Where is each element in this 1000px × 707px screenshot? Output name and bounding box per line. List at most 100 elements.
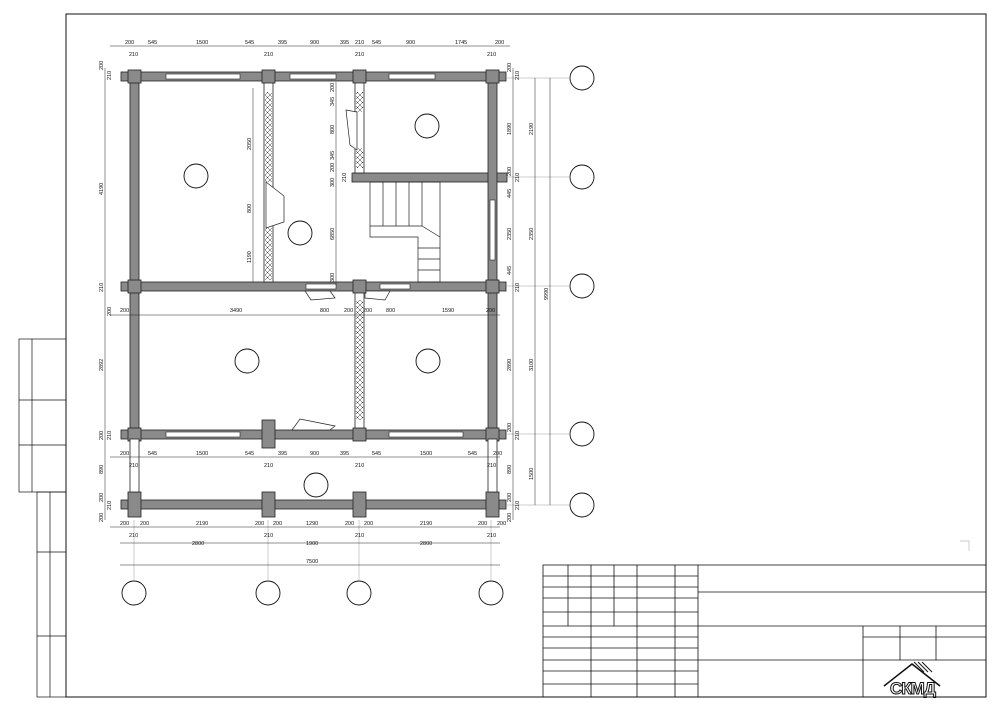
dim-label: 200 [493,451,502,457]
dim-label: 200 [478,521,487,527]
dim-label: 300 [330,273,336,282]
dim-label: 1500 [196,451,208,457]
dim-label: 1745 [455,40,467,46]
dim-label: 210 [515,431,521,440]
dim-label: 200 [507,493,513,502]
dim-label: 2190 [420,521,432,527]
dim-label: 200 [330,163,336,172]
dim-label: 210 [107,71,113,80]
dim-label: 200 [99,513,105,522]
dim-label: 210 [264,533,273,539]
dim-label: 210 [355,463,364,469]
room-markers [183,113,441,498]
company-logo: СКМД [883,661,941,699]
dim-label: 3490 [230,308,242,314]
dim-label: 200 [120,521,129,527]
dim-label: 1500 [420,451,432,457]
dim-label: 2800 [192,541,204,547]
dim-label: 395 [340,451,349,457]
partition-hatching [265,92,363,420]
dim-label: 210 [129,463,138,469]
dim-label: 210 [342,173,348,182]
dim-label: 210 [264,463,273,469]
dim-label: 445 [507,189,513,198]
left-stamp-strip-top [18,338,67,493]
dim-label: 4190 [99,183,105,195]
left-stamp-strip-bottom [36,491,67,698]
dim-label: 890 [99,465,105,474]
dim-label: 545 [468,451,477,457]
title-block [542,564,987,698]
dim-label: 210 [355,40,364,46]
dim-label: 200 [507,423,513,432]
dim-label: 210 [515,283,521,292]
dim-label: 900 [310,451,319,457]
dim-label: 900 [310,40,319,46]
dim-label: 1890 [507,123,513,135]
left-dimension-labels: 200 210 4190 210 200 2892 200 210 890 20… [99,61,113,522]
dim-label: 200 [140,521,149,527]
dim-label: 1500 [196,40,208,46]
dim-label: 545 [372,40,381,46]
dim-label: 200 [345,521,354,527]
dim-label: 2350 [529,228,535,240]
dim-label: 545 [148,40,157,46]
right-dimension-labels: 200 210 1890 200 210 445 2350 445 210 28… [507,63,550,522]
dim-label: 900 [406,40,415,46]
dim-label: 210 [355,52,364,58]
dim-label: 1900 [306,541,318,547]
dim-label: 200 [344,308,353,314]
dim-label: 2890 [507,359,513,371]
dim-label: 2350 [507,228,513,240]
dim-label: 545 [245,451,254,457]
dim-label: 890 [507,465,513,474]
dim-label: 200 [507,63,513,72]
dim-label: 800 [320,308,329,314]
stairs [369,181,441,283]
dim-label: 200 [120,451,129,457]
dim-label: 2800 [420,541,432,547]
dim-label: 1290 [306,521,318,527]
logo-text: СКМД [890,679,936,698]
posts [127,69,500,518]
logo-roof-icon [883,663,941,687]
inner-dimension-labels: 2050 800 1190 200 345 800 345 200 300 21… [247,83,348,282]
dim-label: 200 [99,493,105,502]
dim-label: 445 [507,266,513,275]
dim-label: 210 [264,52,273,58]
axis-markers [121,65,595,606]
dim-label: 2190 [196,521,208,527]
dim-label: 7500 [306,559,318,565]
dim-label: 200 [273,521,282,527]
dim-label: 395 [278,451,287,457]
dim-label: 210 [515,173,521,182]
sheet-frame [65,13,987,698]
dim-label: 2892 [99,359,105,371]
dim-label: 200 [255,521,264,527]
dim-label: 2190 [529,123,535,135]
dim-label: 200 [486,308,495,314]
dimension-lines [104,45,551,566]
dim-label: 800 [247,204,253,213]
dim-label: 200 [125,40,134,46]
dim-label: 345 [330,97,336,106]
dim-label: 1590 [442,308,454,314]
bottom-dimension-labels: 200 200 2190 200 200 1290 200 200 2190 2… [120,521,506,565]
axis-leaders [133,77,570,581]
dim-label: 210 [515,71,521,80]
dim-label: 6850 [330,228,336,240]
dim-label: 210 [487,52,496,58]
dim-label: 800 [386,308,395,314]
corner-mark [960,540,970,551]
dim-label: 2050 [247,138,253,150]
dim-label: 545 [148,451,157,457]
dim-label: 200 [99,61,105,70]
dim-label: 210 [487,463,496,469]
dim-label: 210 [129,52,138,58]
dim-label: 545 [245,40,254,46]
dim-label: 200 [330,83,336,92]
dim-label: 800 [330,125,336,134]
dim-label: 1500 [529,468,535,480]
dim-label: 200 [120,308,129,314]
